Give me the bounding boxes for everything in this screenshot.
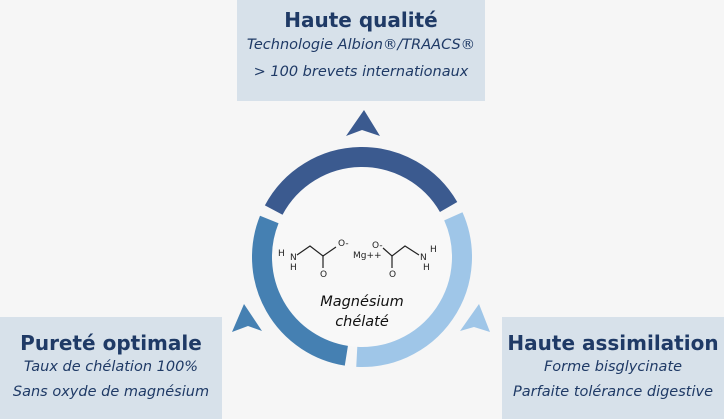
atom-n: N — [420, 253, 427, 263]
atom-o: O — [389, 270, 396, 280]
box-title: Haute assimilation — [507, 331, 719, 355]
box-line: Technologie Albion®/TRAACS® — [246, 37, 476, 53]
center-label: Magnésium chélaté — [302, 292, 422, 332]
molecule-structure: H N H O O- Mg++ O- O N H H — [278, 239, 437, 280]
atom-h: H — [430, 245, 437, 255]
box-line: Sans oxyde de magnésium — [12, 384, 210, 400]
center-label-line2: chélaté — [335, 314, 389, 330]
box-title: Haute qualité — [284, 8, 438, 32]
cycle-arrow-dark — [264, 147, 458, 215]
box-purete-optimale: Pureté optimale Taux de chélation 100% S… — [0, 317, 222, 419]
atom-mg: Mg++ — [353, 251, 382, 261]
cycle-arrow-light — [356, 212, 472, 367]
triangle-right-icon — [460, 304, 490, 332]
box-haute-qualite: Haute qualité Technologie Albion®/TRAACS… — [237, 0, 485, 101]
atom-o-minus: O- — [338, 239, 349, 249]
atom-n: N — [290, 253, 297, 263]
atom-o: O — [320, 270, 327, 280]
center-label-line1: Magnésium — [320, 294, 404, 310]
box-line: Forme bisglycinate — [543, 359, 683, 375]
cycle-arrow-medium — [252, 215, 349, 366]
atom-h: H — [423, 263, 430, 273]
box-haute-assimilation: Haute assimilation Forme bisglycinate Pa… — [502, 317, 724, 419]
atom-h: H — [290, 263, 297, 273]
atom-h: H — [278, 249, 285, 259]
center-disc — [272, 167, 452, 347]
box-title: Pureté optimale — [20, 331, 202, 355]
box-line: > 100 brevets internationaux — [253, 64, 469, 80]
box-line: Parfaite tolérance digestive — [513, 384, 713, 400]
triangle-left-icon — [232, 304, 262, 332]
box-line: Taux de chélation 100% — [23, 359, 199, 375]
atom-o-minus: O- — [372, 241, 383, 251]
triangle-top-icon — [346, 110, 380, 136]
